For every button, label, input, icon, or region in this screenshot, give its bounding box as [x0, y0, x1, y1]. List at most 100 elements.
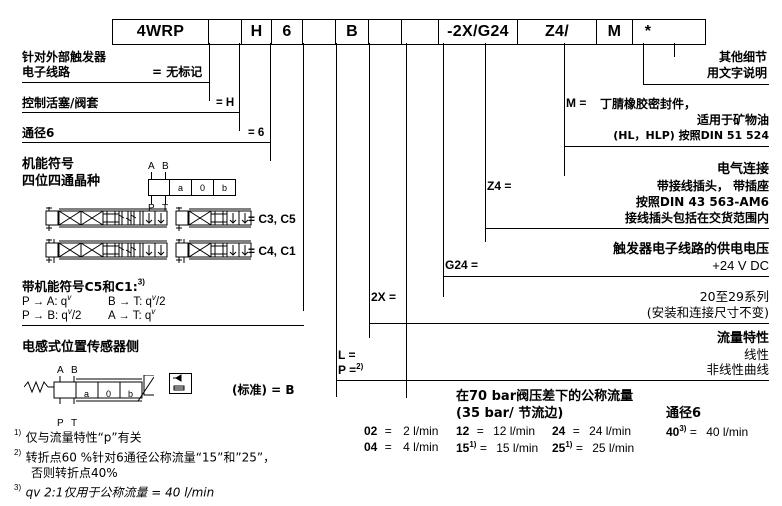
flowchar-line2: 非线性曲线: [706, 362, 769, 377]
electrical-title: 电气连接: [716, 162, 769, 177]
size-label: 通径6: [22, 126, 55, 140]
seal-line2: 适用于矿物油: [696, 113, 769, 127]
footnote-1: 1) 仅与流量特性“p”有关: [14, 428, 142, 445]
other-line1: 其他细节: [718, 50, 767, 64]
c5c1-title-sup: 3): [137, 277, 145, 287]
seal-line1: 丁腈橡胶密封件，: [600, 97, 697, 111]
underline-flowchar: [336, 380, 769, 382]
leader-line-nominal: [406, 43, 408, 398]
electrical-line2: 按照DIN 43 563-AM6: [635, 195, 769, 209]
sensor-pos-b: b: [128, 389, 134, 399]
sensor-port-t: T: [71, 418, 78, 429]
sensor-pos-a: a: [84, 389, 90, 399]
sensor-amplifier-icon: [169, 373, 192, 394]
leader-line-seal: [643, 43, 645, 85]
code-cell-10: M: [597, 20, 633, 44]
flowchar-code-p: P =2): [338, 362, 364, 377]
leader-line-other: [674, 43, 676, 57]
valve-symbol-row2: [45, 239, 265, 270]
code-cell-9: Z4/: [518, 20, 597, 44]
supply-code: G24 =: [445, 258, 479, 272]
other-line2: 用文字说明: [706, 66, 767, 80]
valve-symbol-main: A B a 0 b P T: [148, 160, 268, 214]
code-cell-6: [369, 20, 402, 44]
nominal-col3-row0: 24 = 24 l/min: [552, 424, 632, 438]
leader-line-electrical: [564, 43, 566, 176]
c5c1-row1: P → A: qv: [22, 293, 72, 308]
port-a-label: A: [148, 161, 155, 172]
leader-line-electronics: [209, 43, 211, 101]
series-line2: (安装和连接尺寸不变): [646, 305, 769, 320]
sensor-port-p: P: [57, 418, 64, 429]
c5c1-r2c2: A → T: qv: [108, 307, 156, 322]
leader-line-size: [270, 43, 272, 161]
nominal-col4-row0: 403) = 40 l/min: [666, 424, 749, 439]
symbol-title2: 四位四通晶种: [22, 174, 101, 189]
footnote-2-cont: 否则转折点40%: [31, 466, 118, 480]
footnote-3: 3) qv 2:1仅用于公称流量 = 40 l/min: [14, 483, 215, 500]
underline-other: [643, 84, 769, 86]
electronics-code: = 无标记: [152, 65, 203, 79]
nominal-col1-row1: 04 = 4 l/min: [364, 440, 439, 454]
seal-line3: (HL，HLP) 按照DIN 51 524: [613, 129, 769, 142]
underline-supply: [443, 276, 769, 278]
sensor-title: 电感式位置传感器侧: [22, 340, 140, 355]
flowchar-code-l: L =: [338, 348, 356, 362]
nominal-col2-row1: 151) = 15 l/min: [456, 440, 539, 455]
underline-spool: [22, 112, 240, 114]
supply-title: 触发器电子线路的供电电压: [612, 242, 769, 257]
underline-electronics: [22, 82, 210, 84]
electrical-line1: 带接线插头， 带插座: [656, 179, 769, 193]
c5c1-r2c1: P → B: qv/2: [22, 307, 82, 322]
valve-symbol-row1: [45, 207, 265, 238]
code-cell-0: 4WRP: [113, 20, 209, 44]
pos-b-label: b: [221, 182, 227, 193]
code-cell-5: B: [336, 20, 369, 44]
electrical-line3: 接线插头包括在交货范围内: [624, 211, 769, 225]
code-cell-7: [402, 20, 439, 44]
flowchar-line1: 线性: [743, 347, 769, 362]
underline-c5c1: [22, 325, 304, 327]
pos-0-label: 0: [199, 182, 205, 193]
underline-series: [369, 323, 769, 325]
sensor-pos-0: 0: [106, 389, 112, 399]
port-b-label: B: [162, 161, 169, 172]
leader-line-spool: [239, 43, 241, 131]
leader-line-supply: [485, 43, 487, 242]
c5c1-r1c1: P → A: q: [22, 295, 68, 308]
sensor-code: (标准) = B: [232, 383, 295, 397]
nominal-title2: (35 bar/ 节流边): [456, 406, 564, 421]
sensor-port-b: B: [71, 365, 78, 376]
nominal-col3-row1: 251) = 25 l/min: [552, 440, 635, 455]
code-cell-8: -2X/G24: [439, 20, 518, 44]
underline-size: [22, 142, 271, 144]
leader-line-series: [443, 43, 445, 297]
electrical-code: Z4 =: [487, 179, 512, 193]
sensor-port-a: A: [57, 365, 64, 376]
c5c1-r1c2: B → T: qv/2: [108, 293, 166, 308]
underline-electrical: [485, 228, 769, 230]
size-code: = 6: [248, 127, 265, 139]
code-cell-4: [303, 20, 336, 44]
flowchar-title: 流量特性: [716, 331, 769, 346]
pos-a-label: a: [177, 182, 183, 193]
spool-code: = H: [216, 97, 235, 109]
electronics-line2: 电子线路: [22, 65, 71, 79]
code-cell-11: *: [644, 23, 652, 40]
leader-line-flowchar: [369, 43, 371, 338]
leader-line-symbol: [303, 43, 305, 311]
code-cell-2: H: [242, 20, 272, 44]
nominal-col1-row0: 02 = 2 l/min: [364, 424, 439, 438]
code-cell-1: [209, 20, 242, 44]
electronics-line1: 针对外部触发器: [22, 50, 107, 64]
symbol-code-row1: = C3, C5: [248, 212, 296, 226]
seal-code: M =: [566, 96, 587, 110]
nominal-size-label: 通径6: [666, 406, 702, 421]
footnote-2: 2) 转折点60 %针对6通径公称流量“15”和”25”，: [14, 448, 276, 465]
symbol-title1: 机能符号: [22, 157, 75, 172]
symbol-code-row2: = C4, C1: [248, 244, 296, 258]
code-cell-3: 6: [272, 20, 303, 44]
leader-line-sensor: [336, 43, 338, 397]
nominal-title1: 在70 bar阀压差下的公称流量: [456, 389, 634, 404]
